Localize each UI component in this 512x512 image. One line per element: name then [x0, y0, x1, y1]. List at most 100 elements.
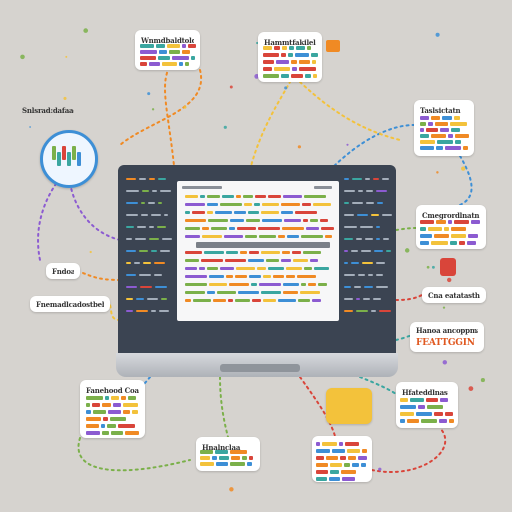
editor-code-bar	[258, 227, 280, 230]
card-content-bar	[86, 403, 90, 407]
editor-code-bar	[248, 211, 259, 214]
editor-code-bar	[193, 299, 211, 302]
scatter-dot	[461, 166, 466, 171]
bezel-code-bar	[373, 178, 379, 180]
card-content-bar	[437, 140, 453, 144]
card-content-bar	[431, 241, 448, 245]
card-content-bar	[167, 44, 180, 48]
bezel-code-bar	[376, 238, 380, 240]
card-content-bar	[448, 220, 452, 224]
card-content-bar	[123, 403, 138, 407]
card-content-bar	[292, 67, 297, 71]
editor-code-bar	[185, 299, 191, 302]
bottom-left-card-title: Fanehood Coads	[86, 386, 139, 395]
scatter-dot	[20, 54, 25, 60]
card-content-bar	[440, 398, 448, 402]
card-content-bar	[316, 442, 320, 446]
bezel-code-bar	[126, 202, 138, 204]
editor-code-bar	[207, 291, 215, 294]
bezel-code-bar	[149, 238, 159, 240]
card-content-bar	[276, 60, 289, 64]
editor-code-bar	[208, 219, 228, 222]
bezel-code-bar	[160, 190, 171, 192]
card-content-bar	[188, 44, 196, 48]
card-content-bar	[400, 419, 405, 423]
badge-segment	[77, 152, 81, 166]
folder-icon	[326, 40, 340, 52]
editor-code-bar	[318, 283, 327, 286]
card-content-bar	[230, 450, 247, 454]
editor-code-bar	[209, 275, 224, 278]
card-content-bar	[179, 62, 183, 66]
scatter-dot	[435, 32, 440, 37]
card-content-bar	[358, 456, 367, 460]
card-content-bar	[212, 456, 217, 460]
card-content-bar	[86, 417, 101, 421]
left-lower-note: Fnemadlcadostbebuut	[30, 296, 110, 312]
far-left-note: Snlsrad:dafaaed	[20, 105, 80, 119]
bezel-code-bar	[154, 262, 165, 264]
card-content-bar	[110, 417, 126, 421]
editor-code-bar	[215, 211, 232, 214]
editor-code-bar	[185, 195, 198, 198]
bezel-code-bar	[357, 214, 368, 216]
editor-header-bar	[314, 186, 332, 189]
editor-code-bar	[308, 283, 316, 286]
bezel-code-bar	[344, 286, 351, 288]
card-content-bar	[103, 417, 108, 421]
scatter-dot	[223, 125, 227, 129]
card-content-bar	[332, 449, 345, 453]
card-content-bar	[288, 53, 293, 57]
card-content-bar	[426, 128, 438, 132]
right-top-card-title: Taslsictatn	[420, 106, 461, 115]
scatter-dot	[442, 306, 446, 309]
card-content-bar	[316, 477, 327, 481]
right-lower-card-line1: Hanoa ancoppmann	[416, 326, 478, 335]
editor-code-bar	[282, 227, 304, 230]
card-content-bar	[249, 456, 253, 460]
card-content-bar	[162, 62, 177, 66]
scatter-dot	[468, 386, 474, 391]
editor-code-bar	[185, 227, 200, 230]
bezel-code-bar	[356, 298, 360, 300]
bezel-code-bar	[382, 178, 389, 180]
bezel-code-bar	[126, 262, 131, 264]
bezel-code-bar	[148, 202, 155, 204]
bezel-code-bar	[126, 190, 139, 192]
card-content-bar	[86, 396, 103, 400]
card-content-bar	[242, 456, 247, 460]
card-content-bar	[289, 46, 294, 50]
bezel-code-bar	[126, 238, 132, 240]
card-content-bar	[420, 234, 432, 238]
bezel-code-bar	[356, 238, 362, 240]
scatter-dot	[442, 360, 448, 365]
bezel-code-bar	[344, 226, 357, 228]
card-content-bar	[316, 449, 330, 453]
connector-path	[79, 271, 121, 281]
card-content-bar	[352, 463, 359, 467]
scatter-dot	[147, 92, 151, 96]
bezel-code-bar	[126, 250, 136, 252]
card-content-bar	[93, 410, 106, 414]
scatter-dot	[346, 143, 349, 146]
badge-segment	[57, 152, 61, 166]
editor-code-bar	[185, 267, 197, 270]
card-content-bar	[444, 227, 449, 231]
editor-code-bar	[282, 251, 290, 254]
card-content-bar	[467, 241, 476, 245]
editor-code-bar	[225, 259, 246, 262]
card-content-bar	[128, 396, 136, 400]
connector-path	[371, 427, 447, 473]
scatter-dot	[63, 96, 67, 100]
bezel-code-bar	[351, 262, 359, 264]
bezel-code-bar	[379, 310, 391, 312]
card-content-bar	[440, 128, 449, 132]
bezel-code-bar	[344, 262, 348, 264]
card-content-bar	[451, 227, 466, 231]
card-content-bar	[299, 60, 310, 64]
editor-code-bar	[286, 275, 295, 278]
scatter-dot	[29, 126, 31, 128]
bezel-code-bar	[376, 274, 383, 276]
bezel-code-bar	[376, 286, 388, 288]
